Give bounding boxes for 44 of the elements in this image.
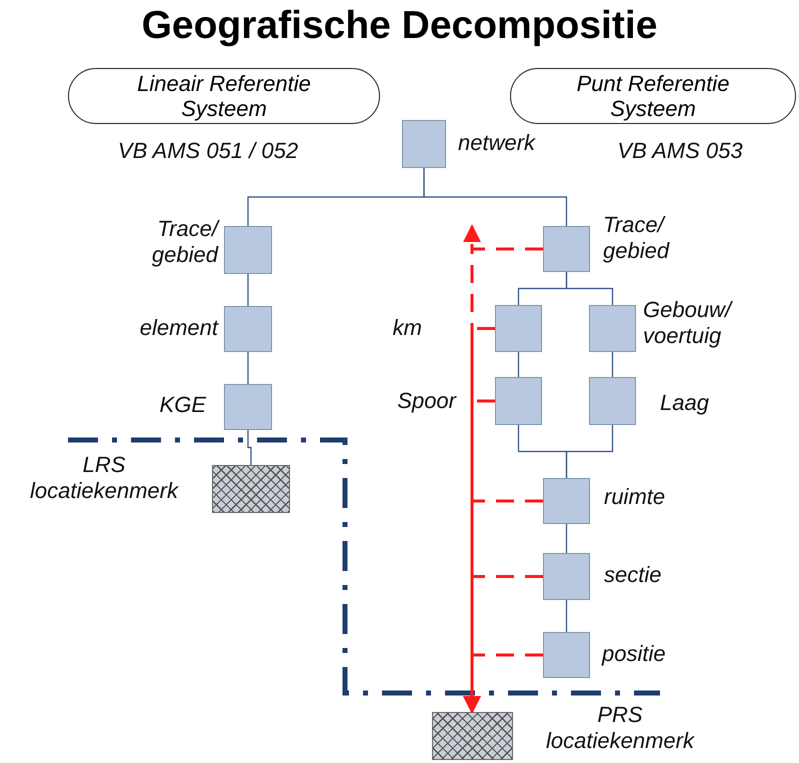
node-caption: LRS locatiekenmerk	[29, 452, 180, 505]
square-node	[224, 306, 272, 352]
square-node	[224, 384, 272, 430]
square-node	[589, 305, 636, 352]
node-caption: KGE	[158, 392, 206, 418]
diagram-title: Geografische Decompositie	[140, 4, 658, 48]
connector-line	[612, 352, 614, 377]
node-caption: ruimte	[604, 484, 666, 510]
connector-line	[566, 600, 568, 632]
connector-line	[247, 430, 252, 465]
square-node	[589, 377, 636, 425]
connector-line	[247, 274, 249, 306]
hatched-box	[212, 465, 290, 513]
node-caption: VB AMS 053	[616, 138, 744, 164]
system-label: Lineair Referentie Systeem	[68, 68, 380, 124]
node-caption: VB AMS 051 / 052	[116, 138, 300, 164]
square-node	[543, 478, 590, 524]
node-caption: PRS locatiekenmerk	[545, 702, 696, 755]
square-node	[543, 632, 590, 678]
node-caption: positie	[602, 641, 667, 668]
node-caption: Gebouw/ voertuig	[643, 297, 734, 350]
connector-line	[566, 524, 568, 553]
connector-line	[566, 272, 614, 305]
connector-line	[423, 168, 568, 226]
arrow	[463, 654, 543, 714]
square-node	[495, 377, 542, 425]
square-node	[543, 553, 590, 600]
node-caption: Laag	[660, 390, 710, 416]
node-caption: Spoor	[396, 388, 456, 414]
node-caption: element	[138, 315, 218, 342]
square-node	[543, 226, 590, 272]
node-caption: sectie	[604, 562, 662, 588]
node-caption: Trace/ gebied	[603, 212, 671, 265]
hatched-box	[432, 712, 513, 760]
node-caption: km	[392, 315, 422, 342]
node-caption: Trace/ gebied	[150, 216, 218, 269]
connector-line	[566, 425, 614, 478]
square-node	[224, 226, 272, 274]
square-node	[402, 120, 446, 168]
system-label: Punt Referentie Systeem	[510, 68, 796, 124]
connector-line	[518, 352, 520, 377]
node-caption: netwerk	[458, 130, 537, 156]
connector-line	[247, 352, 249, 384]
square-node	[495, 305, 542, 352]
